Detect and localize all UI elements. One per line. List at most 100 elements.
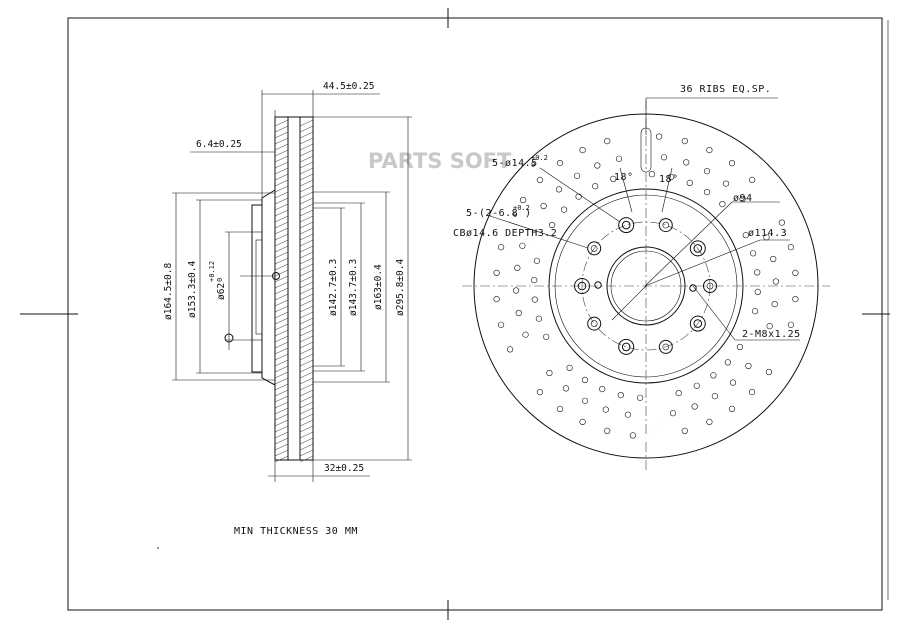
hatch-line	[299, 281, 314, 289]
drill-hole	[787, 321, 795, 328]
drill-hole	[617, 392, 624, 399]
hatch-line	[274, 173, 289, 181]
locating-hole-inner	[590, 320, 598, 327]
drill-hole	[792, 269, 799, 277]
drill-hole	[540, 202, 547, 210]
hatch-line	[299, 185, 314, 193]
note-holes-5: 5-ø14.5	[492, 158, 538, 169]
hatch-line	[299, 299, 314, 307]
drill-hole	[573, 172, 581, 179]
note-angle-right: 18°	[659, 174, 679, 185]
diameter-extension-lines	[172, 116, 412, 461]
drill-hole	[703, 168, 711, 175]
hatch-line	[274, 371, 289, 379]
hatch-line	[274, 197, 289, 205]
drill-hole	[693, 382, 700, 389]
hatch-line	[299, 263, 314, 271]
hatch-line	[299, 341, 314, 349]
hatch-line	[299, 239, 314, 247]
hatch-line	[299, 431, 314, 439]
drill-hole	[531, 277, 538, 284]
drill-hole	[681, 427, 688, 435]
note-holes-5-tol: +0.2	[531, 154, 548, 162]
hatch-line	[299, 377, 314, 385]
drill-hole	[636, 394, 644, 401]
hatch-line	[274, 449, 289, 457]
drill-hole	[602, 406, 609, 413]
watermark-text: PARTS SOFT	[368, 149, 512, 173]
section-hatching	[274, 119, 314, 463]
hatch-line	[274, 329, 289, 337]
slot-inner	[749, 313, 781, 375]
hatch-line	[274, 263, 289, 271]
drill-hole	[493, 269, 500, 277]
hatch-line	[299, 293, 314, 301]
hatch-line	[299, 347, 314, 355]
hatch-line	[274, 389, 289, 397]
drill-hole	[536, 389, 544, 396]
hatch-line	[274, 227, 289, 235]
hatch-line	[274, 377, 289, 385]
hatch-line	[299, 227, 314, 235]
note-d-94: ø94	[733, 193, 753, 204]
note-holes-5-tol-low: 0	[531, 161, 535, 169]
hatch-line	[299, 167, 314, 175]
drill-hole	[792, 296, 799, 303]
hatch-line	[299, 407, 314, 415]
slot-inner	[617, 125, 657, 183]
hatch-line	[274, 251, 289, 259]
hatch-line	[274, 365, 289, 373]
hatch-line	[274, 185, 289, 193]
locating-hole	[703, 279, 717, 293]
hatch-line	[274, 293, 289, 301]
hatch-line	[274, 209, 289, 217]
front-view: 36 RIBS EQ.SP. 5-ø14.5 +0.2 0 5-(2-6.8 +…	[453, 84, 830, 472]
drill-hole	[771, 301, 778, 308]
side-section-view: 44.5±0.25 6.4±0.25 32±0.25 ø164.5±0.8 ø1…	[163, 81, 412, 482]
drill-hole	[766, 323, 773, 330]
hatch-line	[299, 203, 314, 211]
drill-hole	[722, 180, 730, 187]
drill-hole	[610, 175, 617, 182]
hatch-line	[299, 353, 314, 361]
dim-d-142: ø142.7±0.3	[328, 259, 339, 316]
drill-hole	[754, 288, 761, 296]
drill-hole	[555, 186, 563, 193]
drill-hole	[748, 389, 756, 396]
dim-disc-thickness: 32±0.25	[324, 463, 364, 474]
drill-hole	[562, 385, 570, 392]
drill-hole	[703, 189, 711, 196]
drill-hole	[566, 364, 573, 372]
drill-hole	[729, 379, 737, 386]
hatch-line	[274, 317, 289, 325]
hatch-line	[274, 167, 289, 175]
diameter-dimension-lines	[175, 117, 409, 460]
drill-hole	[594, 162, 601, 169]
drill-hole	[581, 397, 589, 404]
hatch-line	[274, 419, 289, 427]
drill-hole	[543, 333, 550, 340]
drill-hole	[706, 147, 713, 154]
hatch-line	[274, 143, 289, 151]
hatch-line	[299, 179, 314, 187]
hatch-line	[274, 275, 289, 283]
hatch-line	[299, 383, 314, 391]
hatch-line	[299, 155, 314, 163]
hatch-line	[274, 413, 289, 421]
slot-inner	[511, 197, 543, 259]
hatch-line	[299, 323, 314, 331]
drill-hole	[787, 244, 795, 251]
inner-friction-plate	[299, 116, 314, 461]
drill-hole	[579, 147, 586, 154]
lug-hole	[618, 217, 635, 234]
dim-d-62: ø62	[216, 283, 227, 300]
hatch-line	[274, 239, 289, 247]
drill-hole	[536, 176, 544, 183]
hatch-line	[274, 455, 289, 463]
lug-hole	[618, 338, 635, 355]
locating-hole-inner	[662, 221, 670, 229]
hatch-line	[299, 455, 314, 463]
drill-hole	[751, 308, 759, 315]
hatch-line	[299, 425, 314, 433]
hatch-line	[299, 233, 314, 241]
